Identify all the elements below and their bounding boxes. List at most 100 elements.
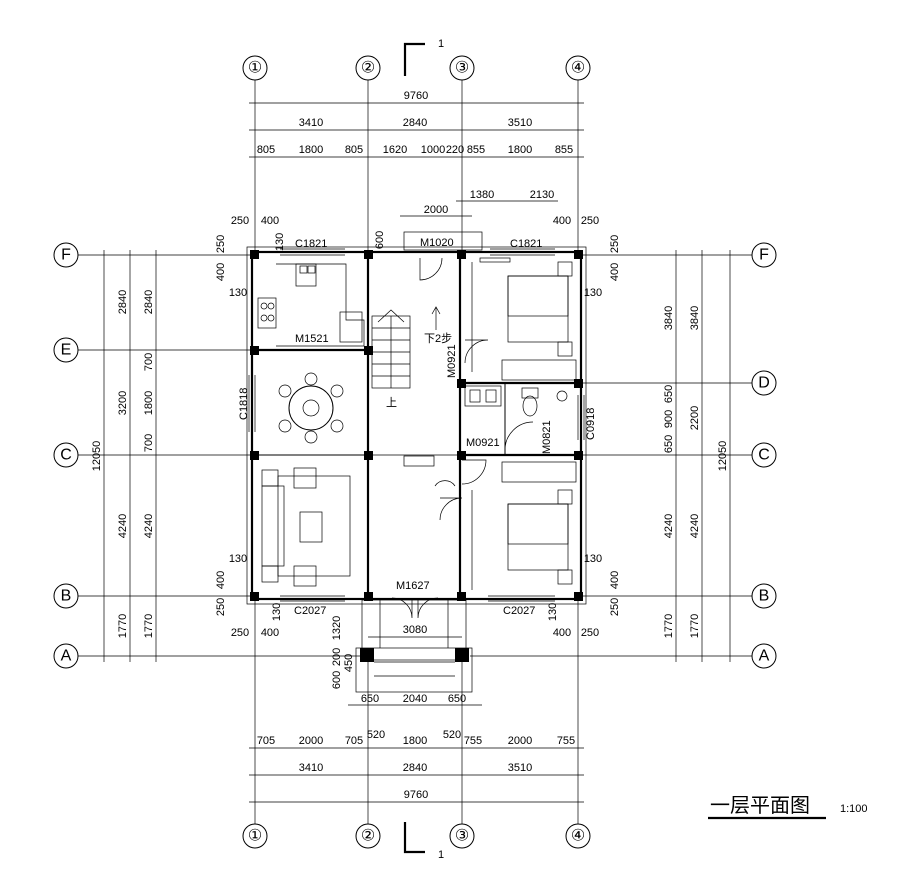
- svg-text:1770: 1770: [689, 614, 701, 638]
- svg-text:2840: 2840: [143, 290, 155, 314]
- svg-text:130: 130: [547, 603, 559, 621]
- svg-text:520: 520: [443, 729, 461, 741]
- svg-text:3200: 3200: [117, 391, 129, 415]
- label-c2027-left: C2027: [294, 605, 326, 617]
- svg-text:130: 130: [584, 287, 602, 299]
- svg-text:705: 705: [257, 735, 275, 747]
- axis-label-4-top: ④: [571, 60, 585, 77]
- svg-text:9760: 9760: [404, 90, 428, 102]
- svg-text:130: 130: [584, 553, 602, 565]
- svg-text:900: 900: [663, 410, 675, 428]
- kitchen-fixtures: [257, 263, 365, 347]
- opening-labels: C1821 C1821 M1020 M1521 M0921 M0921 M082…: [238, 237, 597, 617]
- svg-text:2840: 2840: [403, 117, 427, 129]
- svg-text:2840: 2840: [117, 290, 129, 314]
- svg-text:2130: 2130: [530, 189, 554, 201]
- axis-bubbles-top: ① ② ③ ④: [242, 55, 591, 81]
- exterior-walls: [246, 246, 587, 605]
- svg-text:2000: 2000: [299, 735, 323, 747]
- svg-text:4240: 4240: [143, 514, 155, 538]
- windows: [248, 231, 585, 602]
- bottom-dimensions: 705 2000 705 520 1800 520 755 2000 755 3…: [231, 616, 599, 803]
- svg-text:700: 700: [143, 434, 155, 452]
- svg-text:755: 755: [557, 735, 575, 747]
- svg-text:4240: 4240: [689, 514, 701, 538]
- svg-text:250: 250: [581, 215, 599, 227]
- axis-label-A-left: A: [61, 648, 72, 665]
- svg-text:1620: 1620: [383, 144, 407, 156]
- svg-text:855: 855: [555, 144, 573, 156]
- axis-label-1-bottom: ①: [248, 828, 262, 845]
- svg-text:12050: 12050: [91, 441, 103, 472]
- svg-text:3510: 3510: [508, 762, 532, 774]
- svg-text:200: 200: [331, 648, 343, 666]
- axis-bubbles-right: F D C B A: [751, 242, 777, 669]
- interior-walls: [255, 255, 578, 596]
- svg-text:220: 220: [446, 144, 464, 156]
- svg-text:1000: 1000: [421, 144, 445, 156]
- label-c1818: C1818: [238, 388, 250, 420]
- svg-text:130: 130: [229, 287, 247, 299]
- bedroom-furniture: [471, 257, 577, 590]
- label-m1521: M1521: [295, 333, 329, 345]
- drawing-title-block: 一层平面图 1:100: [708, 793, 868, 820]
- living-furniture: [261, 455, 435, 587]
- svg-text:9760: 9760: [404, 789, 428, 801]
- bathroom-fixtures: [464, 385, 568, 417]
- svg-text:250: 250: [609, 598, 621, 616]
- svg-text:2040: 2040: [403, 693, 427, 705]
- svg-text:3510: 3510: [508, 117, 532, 129]
- svg-text:400: 400: [553, 627, 571, 639]
- svg-text:650: 650: [663, 435, 675, 453]
- svg-text:600: 600: [374, 231, 386, 249]
- label-down-2-steps: 下2步: [424, 332, 452, 345]
- right-dimensions: 12050 3840 2200 4240 1770 3840 650 900 6…: [274, 231, 731, 662]
- axis-bubbles-bottom: ① ② ③ ④: [242, 823, 591, 849]
- label-c1821-left: C1821: [295, 238, 327, 250]
- svg-text:705: 705: [345, 735, 363, 747]
- svg-text:3080: 3080: [403, 624, 427, 636]
- svg-text:4240: 4240: [117, 514, 129, 538]
- svg-text:130: 130: [229, 553, 247, 565]
- columns: [250, 250, 583, 662]
- svg-text:450: 450: [343, 654, 355, 672]
- svg-text:4240: 4240: [663, 514, 675, 538]
- label-up: 上: [386, 396, 397, 409]
- label-m0921-a: M0921: [446, 344, 458, 378]
- svg-text:400: 400: [553, 215, 571, 227]
- axis-label-E-left: E: [61, 342, 72, 359]
- svg-text:400: 400: [609, 571, 621, 589]
- svg-text:600: 600: [331, 671, 343, 689]
- svg-text:2840: 2840: [403, 762, 427, 774]
- svg-text:1320: 1320: [331, 616, 343, 640]
- svg-text:805: 805: [257, 144, 275, 156]
- label-c0918: C0918: [585, 408, 597, 440]
- axis-label-F-left: F: [61, 247, 71, 264]
- svg-text:400: 400: [261, 627, 279, 639]
- svg-text:2200: 2200: [689, 406, 701, 430]
- svg-text:3410: 3410: [299, 117, 323, 129]
- axis-label-2-top: ②: [361, 60, 375, 77]
- svg-text:700: 700: [143, 353, 155, 371]
- doors: [419, 257, 534, 521]
- axis-lines: [78, 80, 752, 824]
- svg-text:1770: 1770: [663, 614, 675, 638]
- axis-label-4-bottom: ④: [571, 828, 585, 845]
- label-c1821-right: C1821: [510, 238, 542, 250]
- section-mark-top: 1: [403, 38, 444, 76]
- drawing-scale: 1:100: [840, 803, 868, 815]
- svg-text:400: 400: [609, 263, 621, 281]
- axis-label-C-right: C: [758, 447, 770, 464]
- svg-text:3410: 3410: [299, 762, 323, 774]
- svg-text:400: 400: [215, 571, 227, 589]
- axis-label-3-top: ③: [455, 60, 469, 77]
- svg-text:400: 400: [261, 215, 279, 227]
- axis-label-F-right: F: [759, 247, 769, 264]
- svg-text:130: 130: [274, 233, 286, 251]
- section-mark-bottom: 1: [403, 822, 444, 861]
- label-m1627: M1627: [396, 580, 430, 592]
- axis-label-B-right: B: [759, 588, 770, 605]
- svg-text:250: 250: [231, 627, 249, 639]
- label-c2027-right: C2027: [503, 605, 535, 617]
